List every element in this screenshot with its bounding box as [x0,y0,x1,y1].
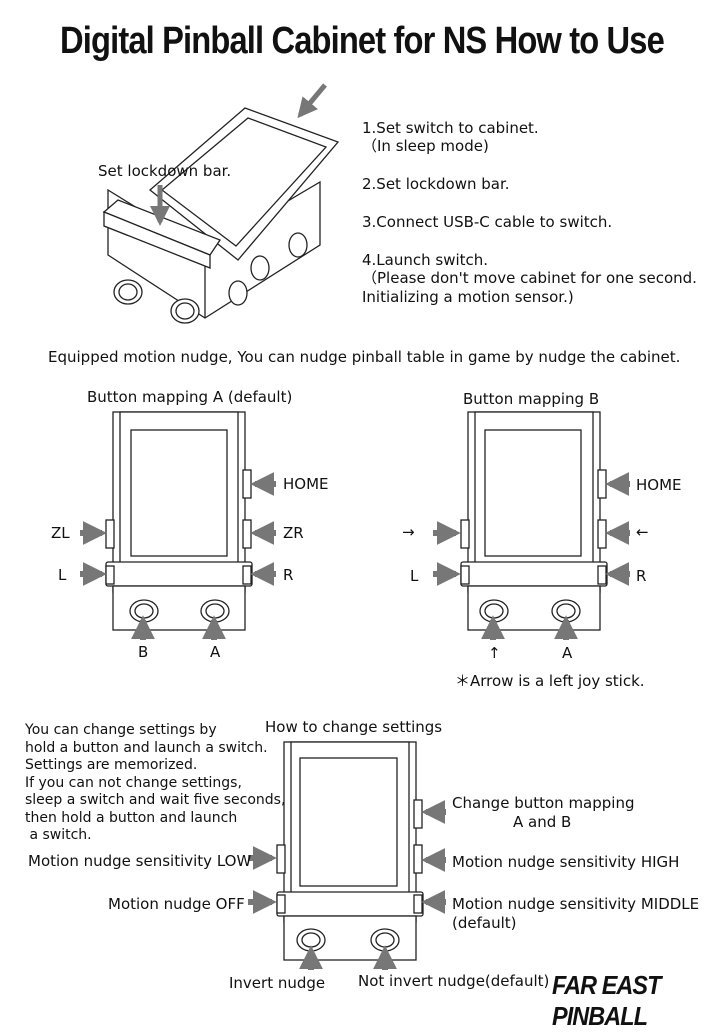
settings-intro-line: hold a button and launch a switch. [25,739,268,756]
mapping-b-home-label: HOME [636,476,682,494]
sensitivity-middle-label: Motion nudge sensitivity MIDDLE [452,895,700,913]
motion-nudge-note: Equipped motion nudge, You can nudge pin… [48,348,681,366]
mapping-a-zl-label: ZL [51,524,70,542]
setup-step-2: 2.Set lockdown bar. [362,175,510,193]
setup-step-4: 4.Launch switch. [362,251,489,269]
settings-intro-line: a switch. [25,827,92,843]
brand-logo: FAR EAST PINBALL [552,970,661,1031]
mapping-b-r-label: R [636,567,647,585]
not-invert-nudge-label: Not invert nudge(default) [358,972,550,990]
setup-step-1-note: （In sleep mode) [362,137,489,155]
mapping-b-left-arrow-label: ← [636,523,649,541]
lockdown-bar-label: Set lockdown bar. [98,162,232,180]
settings-title: How to change settings [265,718,443,736]
mapping-a-b-label: B [138,643,149,661]
setup-step-3: 3.Connect USB-C cable to switch. [362,213,613,231]
mapping-b-note: ＊Arrow is a left joy stick. [455,672,645,690]
mapping-a-a-label: A [210,643,221,661]
mapping-a-r-label: R [283,566,294,584]
arrows-mapping-b [433,472,630,640]
mapping-a-title: Button mapping A (default) [87,388,293,406]
arrows-settings [248,800,446,970]
settings-intro-line: Settings are memorized. [25,757,198,773]
mapping-b-a-label: A [562,644,573,662]
sensitivity-high-label: Motion nudge sensitivity HIGH [452,853,680,871]
mapping-b-up-arrow-label: ↑ [488,644,501,662]
page-title: Digital Pinball Cabinet for NS How to Us… [60,20,665,62]
arrows-mapping-a [80,472,276,640]
cabinet-isometric-drawing [102,107,340,324]
setup-step-4-note-2: Initializing a motion sensor.) [362,288,574,306]
nudge-off-label: Motion nudge OFF [108,895,245,913]
settings-intro-line: If you can not change settings, [25,774,242,791]
sensitivity-middle-default: (default) [452,914,517,932]
mapping-a-zr-label: ZR [283,524,304,542]
settings-intro-line: sleep a switch and wait five seconds, [25,792,286,808]
settings-intro: You can change settings by hold a button… [25,722,285,845]
cabinet-front-b [460,411,608,631]
change-mapping-label: Change button mapping [452,794,635,812]
setup-step-4-note: （Please don't move cabinet for one secon… [362,269,697,287]
mapping-b-l-label: L [410,567,419,585]
cabinet-front-settings [276,741,424,961]
change-mapping-label-2: A and B [513,813,572,831]
settings-intro-line: You can change settings by [25,722,217,738]
arrow-to-switch [297,83,327,119]
invert-nudge-label: Invert nudge [229,974,326,992]
mapping-a-l-label: L [58,566,67,584]
mapping-a-home-label: HOME [283,475,329,493]
settings-intro-line: then hold a button and launch [25,809,238,826]
sensitivity-low-label: Motion nudge sensitivity LOW [28,852,252,870]
cabinet-front-a [105,411,253,631]
setup-step-1: 1.Set switch to cabinet. [362,119,539,137]
mapping-b-right-arrow-label: → [402,523,415,541]
mapping-b-title: Button mapping B [463,390,600,408]
